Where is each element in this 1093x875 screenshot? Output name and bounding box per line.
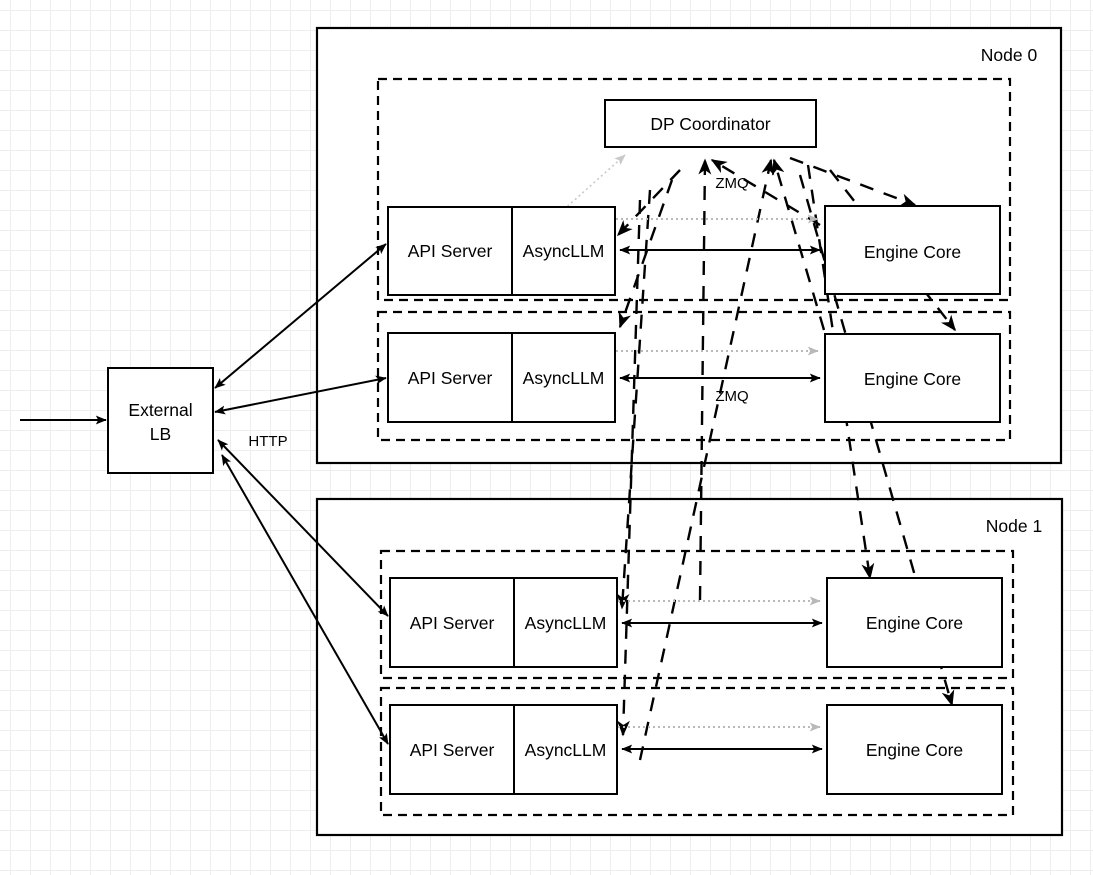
- n1g0-engine-core-box[interactable]: [826, 577, 1003, 668]
- node1-label: Node 1: [986, 516, 1042, 536]
- edge-lb-to-apiserver-n0g1: [214, 375, 387, 415]
- n1g1-apiserver-asyncllm-box[interactable]: [389, 704, 618, 795]
- edge-engine-n1g1-to-coordinator: [638, 158, 775, 761]
- n1g0-async-llm-label: AsyncLLM: [525, 613, 607, 633]
- n0g1-engine-core-label: Engine Core: [864, 369, 961, 389]
- edge-coordinator-to-engine-n0g0: [789, 156, 917, 207]
- n1g1-engine-core-box[interactable]: [826, 704, 1003, 795]
- n1g0-apiserver-asyncllm-box[interactable]: [389, 577, 618, 668]
- n1g1-engine-core-label: Engine Core: [866, 740, 963, 760]
- edge-lb-to-apiserver-n1g1: [221, 454, 389, 745]
- dp-coordinator-label: DP Coordinator: [650, 114, 770, 134]
- node1-group0-boundary: [379, 549, 1015, 680]
- edge-coordinator-to-asyncllm-n1g0: [616, 189, 652, 610]
- n1g1-api-server-label: API Server: [410, 740, 495, 760]
- node1-group1-boundary: [379, 686, 1015, 817]
- n1g1-async-llm-label: AsyncLLM: [525, 740, 607, 760]
- n0g0-apiserver-asyncllm-box[interactable]: [387, 206, 616, 296]
- external-lb-box[interactable]: [107, 367, 214, 474]
- http-label: HTTP: [248, 433, 287, 450]
- n0g1-engine-core-box[interactable]: [824, 333, 1001, 423]
- n1g0-api-server-label: API Server: [410, 613, 495, 633]
- n0g0-engine-core-box[interactable]: [824, 205, 1001, 295]
- edge-lb-to-apiserver-n0g0: [214, 243, 387, 389]
- node0-label: Node 0: [981, 45, 1038, 65]
- n0g1-api-server-label: API Server: [408, 368, 493, 388]
- edge-engine-n0g1-to-coordinator: [771, 158, 826, 331]
- n0g1-zmq-label: ZMQ: [715, 388, 748, 405]
- n0g1-apiserver-asyncllm-box[interactable]: [387, 332, 616, 423]
- n0g0-zmq-label: ZMQ: [715, 175, 748, 192]
- external-lb-label-line2: LB: [150, 424, 171, 444]
- n0g1-async-llm-label: AsyncLLM: [523, 368, 605, 388]
- edge-engine-n0g0-to-coordinator: [710, 158, 821, 227]
- n0g0-api-server-label: API Server: [408, 241, 493, 261]
- n0g0-async-llm-label: AsyncLLM: [523, 241, 605, 261]
- external-lb-label-line1: External: [128, 400, 192, 420]
- n1g0-engine-core-label: Engine Core: [866, 613, 963, 633]
- node0-group0-boundary: [376, 77, 1012, 302]
- n0g0-engine-core-label: Engine Core: [864, 242, 961, 262]
- dp-coordinator-box[interactable]: [604, 99, 817, 148]
